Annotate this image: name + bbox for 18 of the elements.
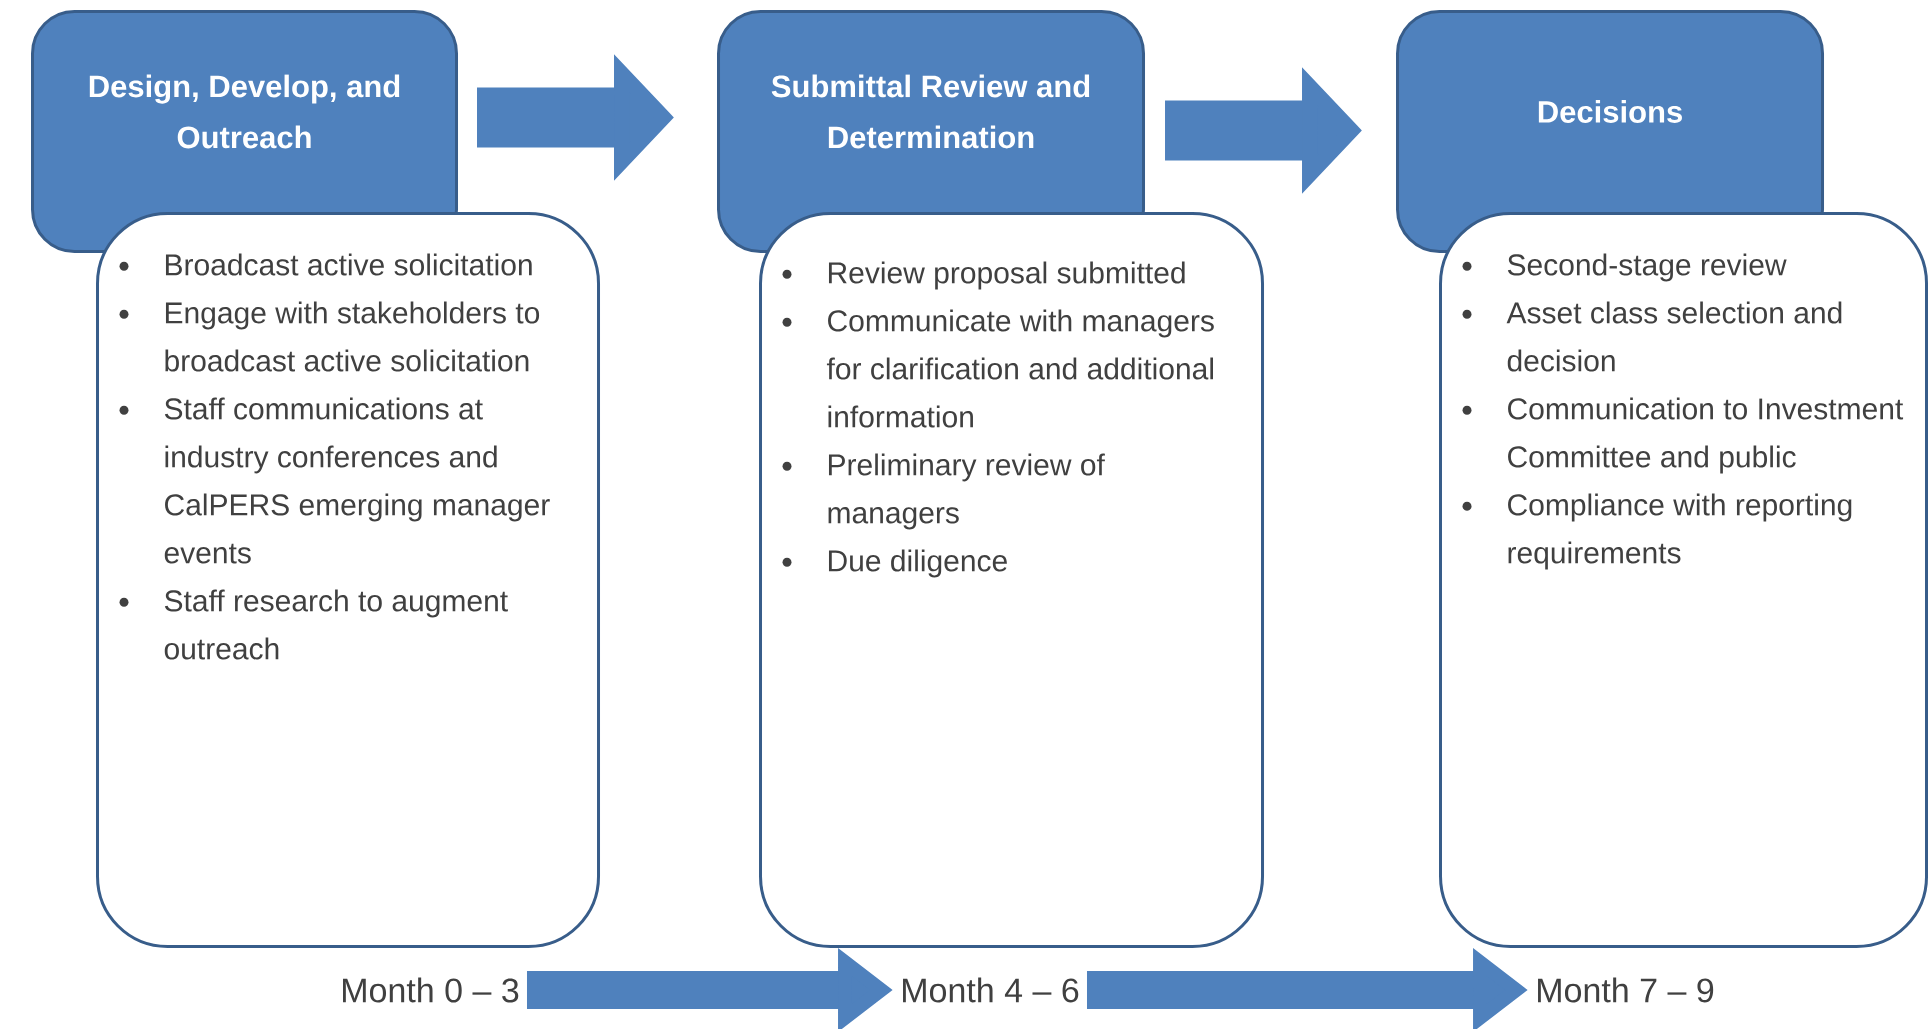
list-item: Engage with stakeholders to broadcast active solicitation xyxy=(119,301,540,372)
list-item: Staff communications at industry conferences and CalPERS emerging manager events xyxy=(119,397,550,564)
list-item: Second-stage review xyxy=(1462,253,1787,282)
list-item: Communication to Investment Committee and public xyxy=(1462,397,1904,474)
bullet-list-box xyxy=(96,212,600,948)
bullet-list-box xyxy=(759,212,1264,948)
time-label: Month 4 – 6 xyxy=(903,977,1079,1003)
list-item: Preliminary review of managers xyxy=(782,453,1105,530)
time-label: Month 7 – 9 xyxy=(1538,977,1714,1003)
list-item: Compliance with reporting requirements xyxy=(1462,493,1852,570)
list-item: Review proposal submitted xyxy=(782,261,1185,290)
bullet-list-box xyxy=(1439,212,1928,948)
list-item: Due diligence xyxy=(782,549,1007,578)
list-item: Broadcast active solicitation xyxy=(119,253,532,276)
list-item: Asset class selection and decision xyxy=(1462,301,1842,372)
time-label: Month 0 – 3 xyxy=(343,977,519,1003)
list-item: Communicate with managers for clarification and additional information xyxy=(782,309,1214,428)
list-item: Staff research to augment outreach xyxy=(119,589,508,660)
